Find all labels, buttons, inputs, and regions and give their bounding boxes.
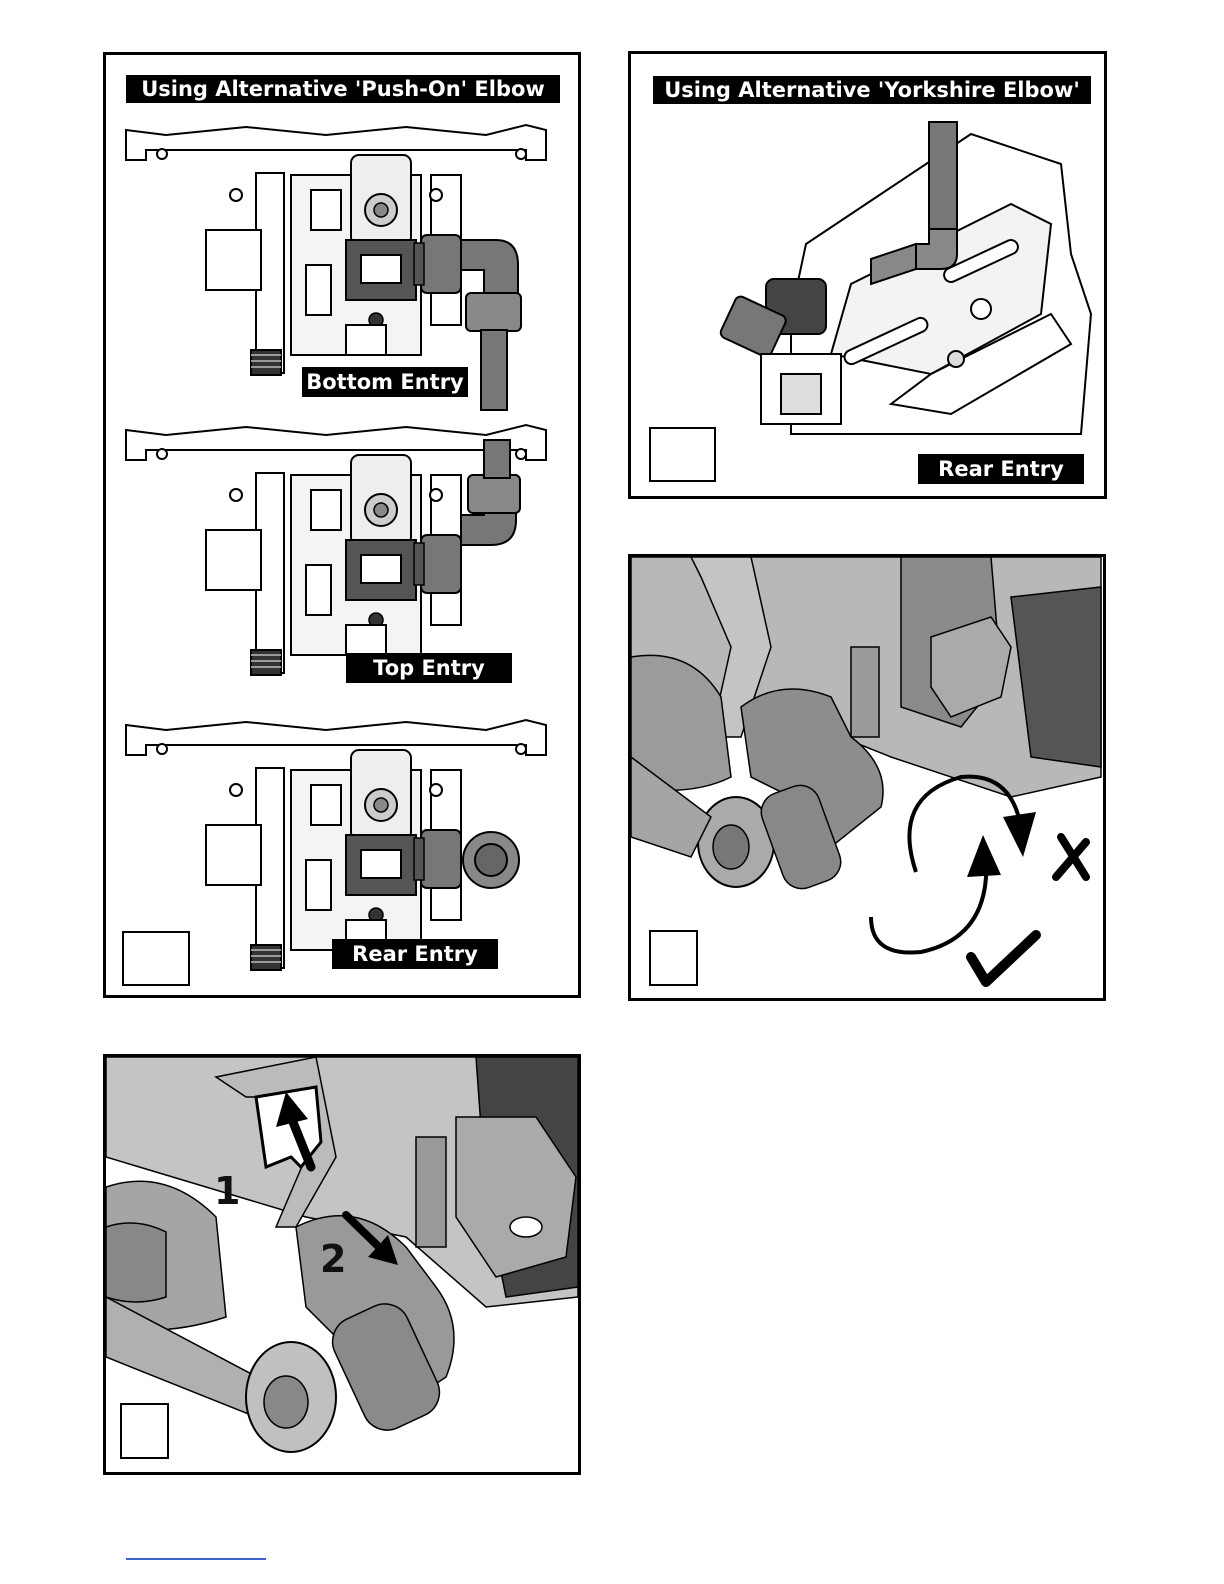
rotation-detail-panel — [628, 554, 1106, 1001]
figure-number-box — [649, 930, 698, 986]
step-2-label: 2 — [320, 1237, 346, 1281]
figure-number-box — [649, 427, 716, 482]
bottom-entry-label: Bottom Entry — [302, 367, 468, 397]
yorkshire-rear-entry-label: Rear Entry — [918, 454, 1084, 484]
figure-number-box — [120, 1403, 169, 1459]
figure-number-box — [122, 931, 190, 986]
footer-link-underline — [126, 1558, 266, 1560]
step-1-label: 1 — [214, 1169, 240, 1213]
push-on-elbow-panel: Using Alternative 'Push-On' Elbow Bottom… — [103, 52, 581, 998]
push-steps-panel: 1 2 — [103, 1054, 581, 1475]
yorkshire-elbow-panel: Using Alternative 'Yorkshire Elbow' Rear… — [628, 51, 1107, 499]
push-on-elbow-illustrations — [106, 55, 578, 995]
top-entry-illustration — [126, 425, 546, 675]
yorkshire-elbow-title: Using Alternative 'Yorkshire Elbow' — [653, 76, 1091, 104]
rear-entry-label: Rear Entry — [332, 939, 498, 969]
push-on-elbow-title: Using Alternative 'Push-On' Elbow — [126, 75, 560, 103]
top-entry-label: Top Entry — [346, 653, 512, 683]
rotation-detail-illustration — [631, 557, 1103, 998]
